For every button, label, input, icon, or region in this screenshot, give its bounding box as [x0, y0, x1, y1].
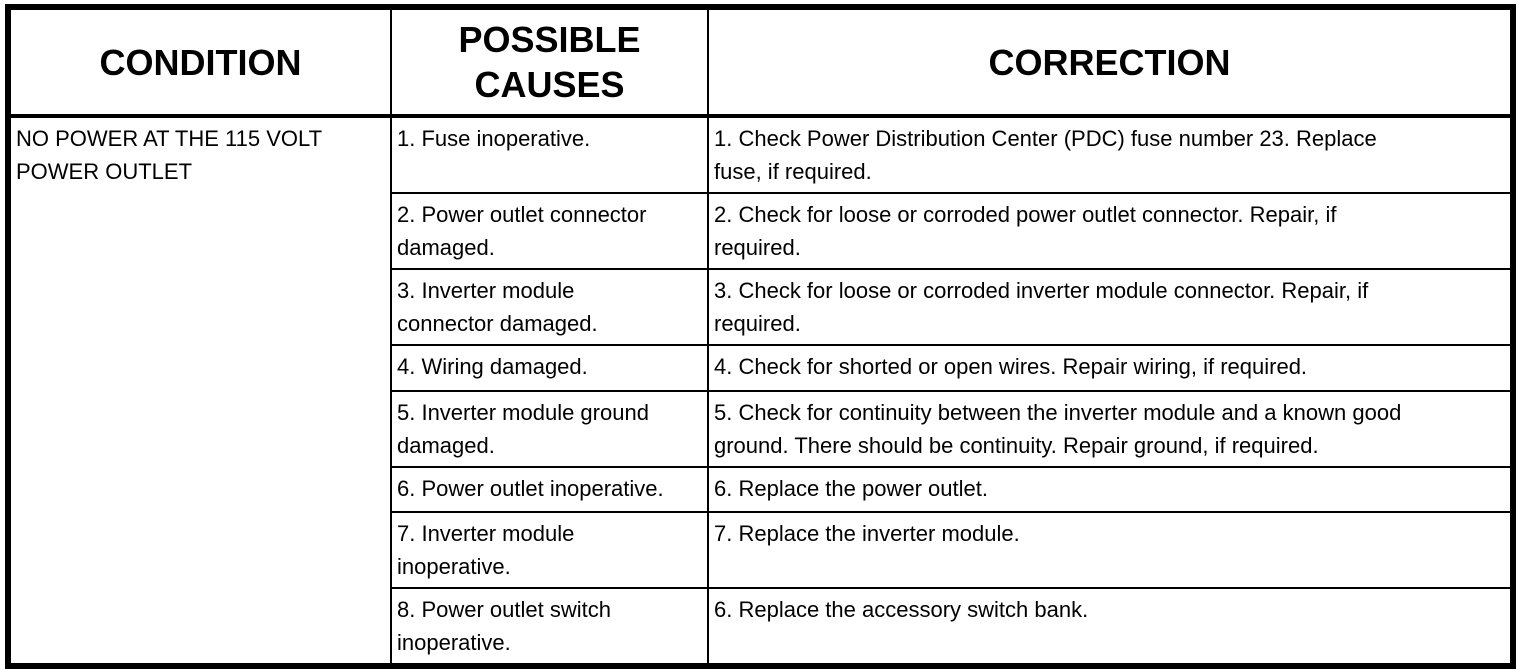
correction-cell: 3. Check for loose or corroded inverter …	[707, 268, 1514, 346]
correction-cell: 6. Replace the accessory switch bank.	[707, 587, 1514, 667]
header-condition: CONDITION	[7, 6, 392, 118]
table-row: 5. Inverter module ground damaged. 5. Ch…	[8, 390, 1514, 468]
header-possible-causes: POSSIBLE CAUSES	[390, 6, 709, 118]
table-row: 3. Inverter module connector damaged. 3.…	[8, 268, 1514, 346]
document-page: CONDITION POSSIBLE CAUSES CORRECTION NO …	[5, 4, 1516, 669]
correction-cell: 6. Replace the power outlet.	[707, 466, 1514, 513]
header-row: CONDITION POSSIBLE CAUSES CORRECTION	[7, 6, 1514, 118]
header-correction: CORRECTION	[707, 6, 1514, 118]
correction-cell: 5. Check for continuity between the inve…	[707, 390, 1514, 468]
cause-cell: 3. Inverter module connector damaged.	[390, 268, 709, 346]
table-row: 2. Power outlet connector damaged. 2. Ch…	[8, 192, 1514, 270]
cause-cell: 5. Inverter module ground damaged.	[390, 390, 709, 468]
cause-cell: 1. Fuse inoperative.	[390, 115, 709, 194]
troubleshooting-table: CONDITION POSSIBLE CAUSES CORRECTION NO …	[5, 4, 1516, 669]
correction-cell: 1. Check Power Distribution Center (PDC)…	[707, 115, 1514, 194]
table-row: NO POWER AT THE 115 VOLT POWER OUTLET 1.…	[7, 115, 1514, 667]
table-row: 6. Power outlet inoperative. 6. Replace …	[8, 466, 1514, 513]
table-row: 7. Inverter module inoperative. 7. Repla…	[8, 511, 1514, 589]
cause-cell: 6. Power outlet inoperative.	[390, 466, 709, 513]
cause-cell: 8. Power outlet switch inoperative.	[390, 587, 709, 667]
cause-cell: 4. Wiring damaged.	[390, 344, 709, 392]
correction-cell: 7. Replace the inverter module.	[707, 511, 1514, 589]
cause-cell: 2. Power outlet connector damaged.	[390, 192, 709, 270]
table-row: 4. Wiring damaged. 4. Check for shorted …	[8, 344, 1514, 392]
correction-cell: 4. Check for shorted or open wires. Repa…	[707, 344, 1514, 392]
correction-cell: 2. Check for loose or corroded power out…	[707, 192, 1514, 270]
cause-cell: 7. Inverter module inoperative.	[390, 511, 709, 589]
condition-cell: NO POWER AT THE 115 VOLT POWER OUTLET	[7, 115, 392, 667]
